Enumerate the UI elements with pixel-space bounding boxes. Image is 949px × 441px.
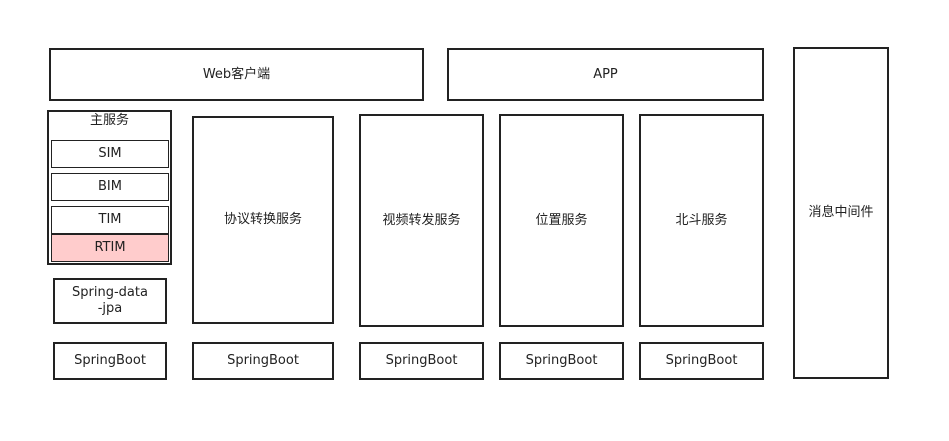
module-rtim-label: RTIM — [94, 240, 126, 255]
springboot-box-main: SpringBoot — [53, 342, 167, 380]
module-bim-label: BIM — [98, 179, 122, 194]
protocol-conversion-service-box: 协议转换服务 — [192, 116, 334, 324]
module-rtim-box: RTIM — [51, 234, 169, 262]
module-bim-box: BIM — [51, 173, 169, 201]
beidou-service-label: 北斗服务 — [675, 212, 728, 228]
module-tim-box: TIM — [51, 206, 169, 234]
springboot-box-protocol: SpringBoot — [192, 342, 334, 380]
springboot-label: SpringBoot — [385, 353, 458, 368]
springboot-box-video: SpringBoot — [359, 342, 484, 380]
springboot-label: SpringBoot — [74, 353, 146, 368]
springboot-box-location: SpringBoot — [499, 342, 624, 380]
springboot-box-beidou: SpringBoot — [639, 342, 764, 380]
protocol-conversion-service-label: 协议转换服务 — [223, 212, 302, 227]
beidou-service-box: 北斗服务 — [639, 114, 764, 327]
main-service-title: 主服务 — [89, 113, 129, 128]
springboot-label: SpringBoot — [665, 353, 738, 368]
spring-data-jpa-label: Spring-data-jpa — [72, 285, 148, 316]
message-middleware-label: 消息中间件 — [808, 205, 874, 220]
message-middleware-box: 消息中间件 — [793, 47, 889, 379]
springboot-label: SpringBoot — [227, 353, 299, 368]
web-client-box: Web客户端 — [49, 48, 424, 101]
module-sim-label: SIM — [98, 146, 122, 161]
video-forwarding-service-box: 视频转发服务 — [359, 114, 484, 327]
app-box: APP — [447, 48, 764, 101]
video-forwarding-service-label: 视频转发服务 — [382, 212, 461, 228]
spring-data-jpa-box: Spring-data-jpa — [53, 278, 167, 324]
location-service-label: 位置服务 — [535, 212, 588, 228]
location-service-box: 位置服务 — [499, 114, 624, 327]
module-tim-label: TIM — [98, 212, 122, 227]
app-label: APP — [593, 66, 618, 82]
module-sim-box: SIM — [51, 140, 169, 168]
springboot-label: SpringBoot — [525, 353, 598, 368]
web-client-label: Web客户端 — [202, 66, 271, 82]
